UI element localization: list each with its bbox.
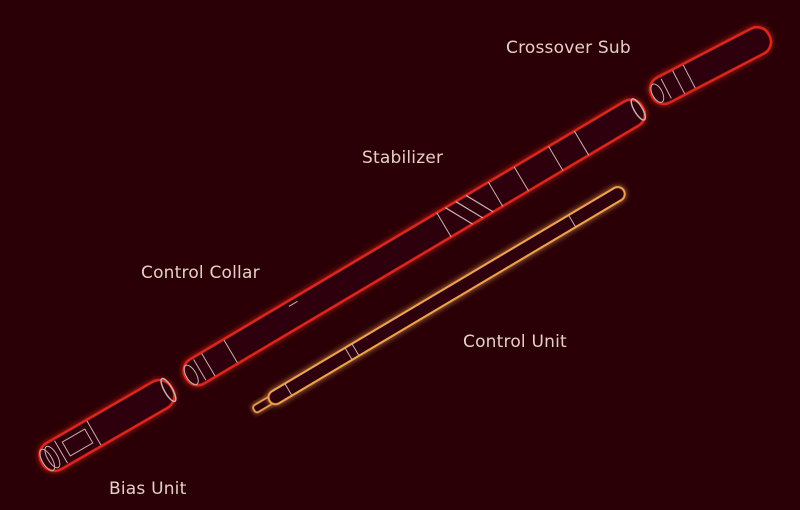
label-stabilizer: Stabilizer	[362, 148, 444, 168]
control-unit-part	[252, 186, 626, 414]
label-control-unit: Control Unit	[463, 332, 567, 352]
label-control-collar: Control Collar	[141, 263, 260, 283]
control-collar-part	[182, 98, 647, 387]
label-crossover-sub: Crossover Sub	[506, 38, 631, 58]
bias-unit-part	[38, 377, 177, 473]
label-bias-unit: Bias Unit	[109, 479, 187, 499]
stabilizer-part	[436, 130, 590, 238]
crossover-sub-part	[648, 25, 773, 106]
